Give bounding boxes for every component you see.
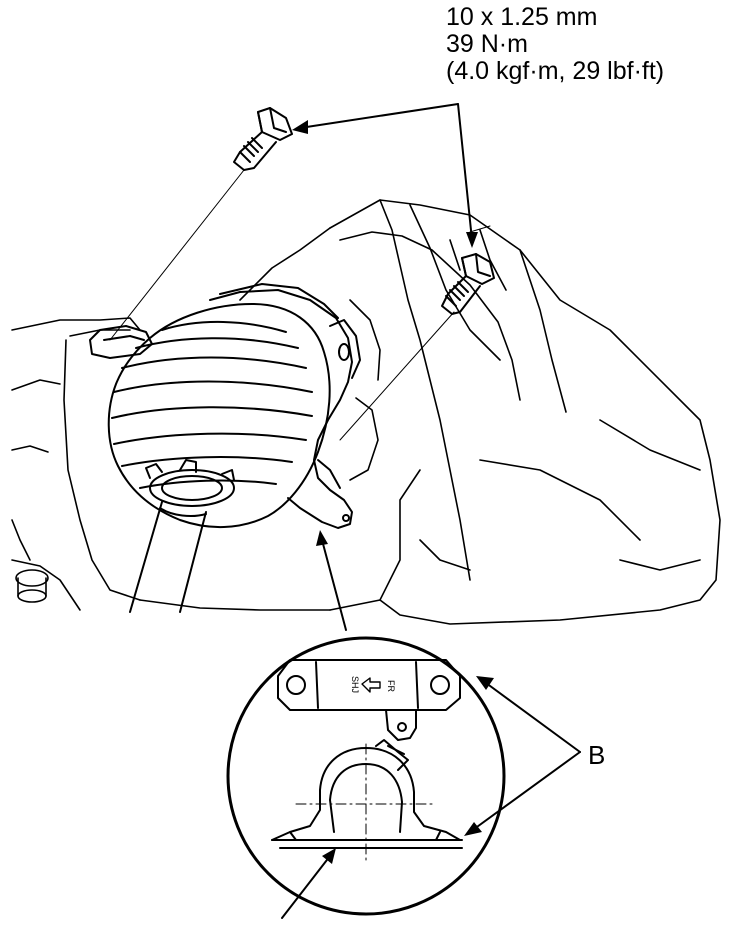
detail-pointer-arrow bbox=[316, 530, 347, 631]
engine-block-outline bbox=[239, 199, 721, 625]
boot-clamp bbox=[145, 459, 235, 507]
detail-bracket-cap bbox=[277, 659, 461, 741]
spec-leader-lines bbox=[299, 103, 473, 241]
bottom-pointer-arrow bbox=[281, 848, 336, 919]
arrow-icon bbox=[292, 120, 478, 248]
bolt-icon bbox=[441, 253, 495, 315]
bolt-icon bbox=[233, 107, 293, 171]
left-housing-outline bbox=[11, 317, 331, 611]
detail-circle bbox=[226, 636, 506, 916]
thread-size: 10 x 1.25 mm bbox=[446, 3, 598, 31]
torque-value: 39 N·m bbox=[446, 30, 528, 58]
bolt-alignment-lines bbox=[109, 169, 491, 441]
torque-alt-units: (4.0 kgf·m, 29 lbf·ft) bbox=[446, 57, 665, 85]
bracket-marking-fr: FR bbox=[386, 680, 396, 692]
bearing-bracket bbox=[89, 283, 361, 529]
driveshaft-boot bbox=[107, 303, 331, 528]
left-fastener-icon bbox=[15, 569, 49, 603]
callout-b: B bbox=[588, 740, 606, 770]
callout-b-leaders bbox=[469, 679, 581, 833]
torque-spec-label: 10 x 1.25 mm 39 N·m (4.0 kgf·m, 29 lbf·f… bbox=[446, 4, 664, 85]
centerline-crosshair bbox=[295, 743, 437, 861]
bracket-marking-shj: SHJ bbox=[350, 676, 360, 693]
driveshaft bbox=[129, 501, 207, 613]
arrow-icon bbox=[464, 676, 494, 836]
